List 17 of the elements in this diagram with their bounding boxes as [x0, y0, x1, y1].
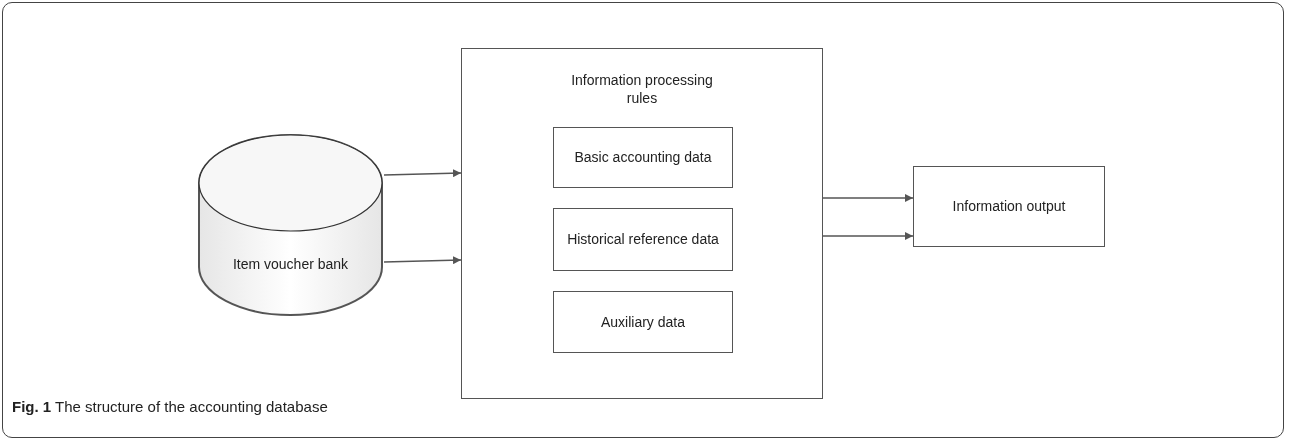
process-box: [913, 166, 1105, 247]
database-cylinder: [197, 133, 384, 317]
process-box: [553, 127, 733, 188]
figure-caption: Fig. 1 The structure of the accounting database: [12, 398, 328, 415]
node-label: Auxiliary data: [599, 312, 686, 332]
node-label: Item voucher bank: [231, 255, 350, 274]
arrow: [383, 256, 462, 265]
arrow: [822, 232, 914, 240]
box-heading: Information processing rules: [570, 71, 714, 108]
process-box: [553, 291, 733, 353]
arrow: [822, 194, 914, 202]
node-label: Basic accounting data: [573, 148, 713, 167]
process-box: [461, 48, 823, 399]
arrow: [383, 169, 462, 178]
node-label: Information output: [951, 197, 1067, 216]
process-box: [553, 208, 733, 271]
node-label: Historical reference data: [566, 230, 720, 249]
